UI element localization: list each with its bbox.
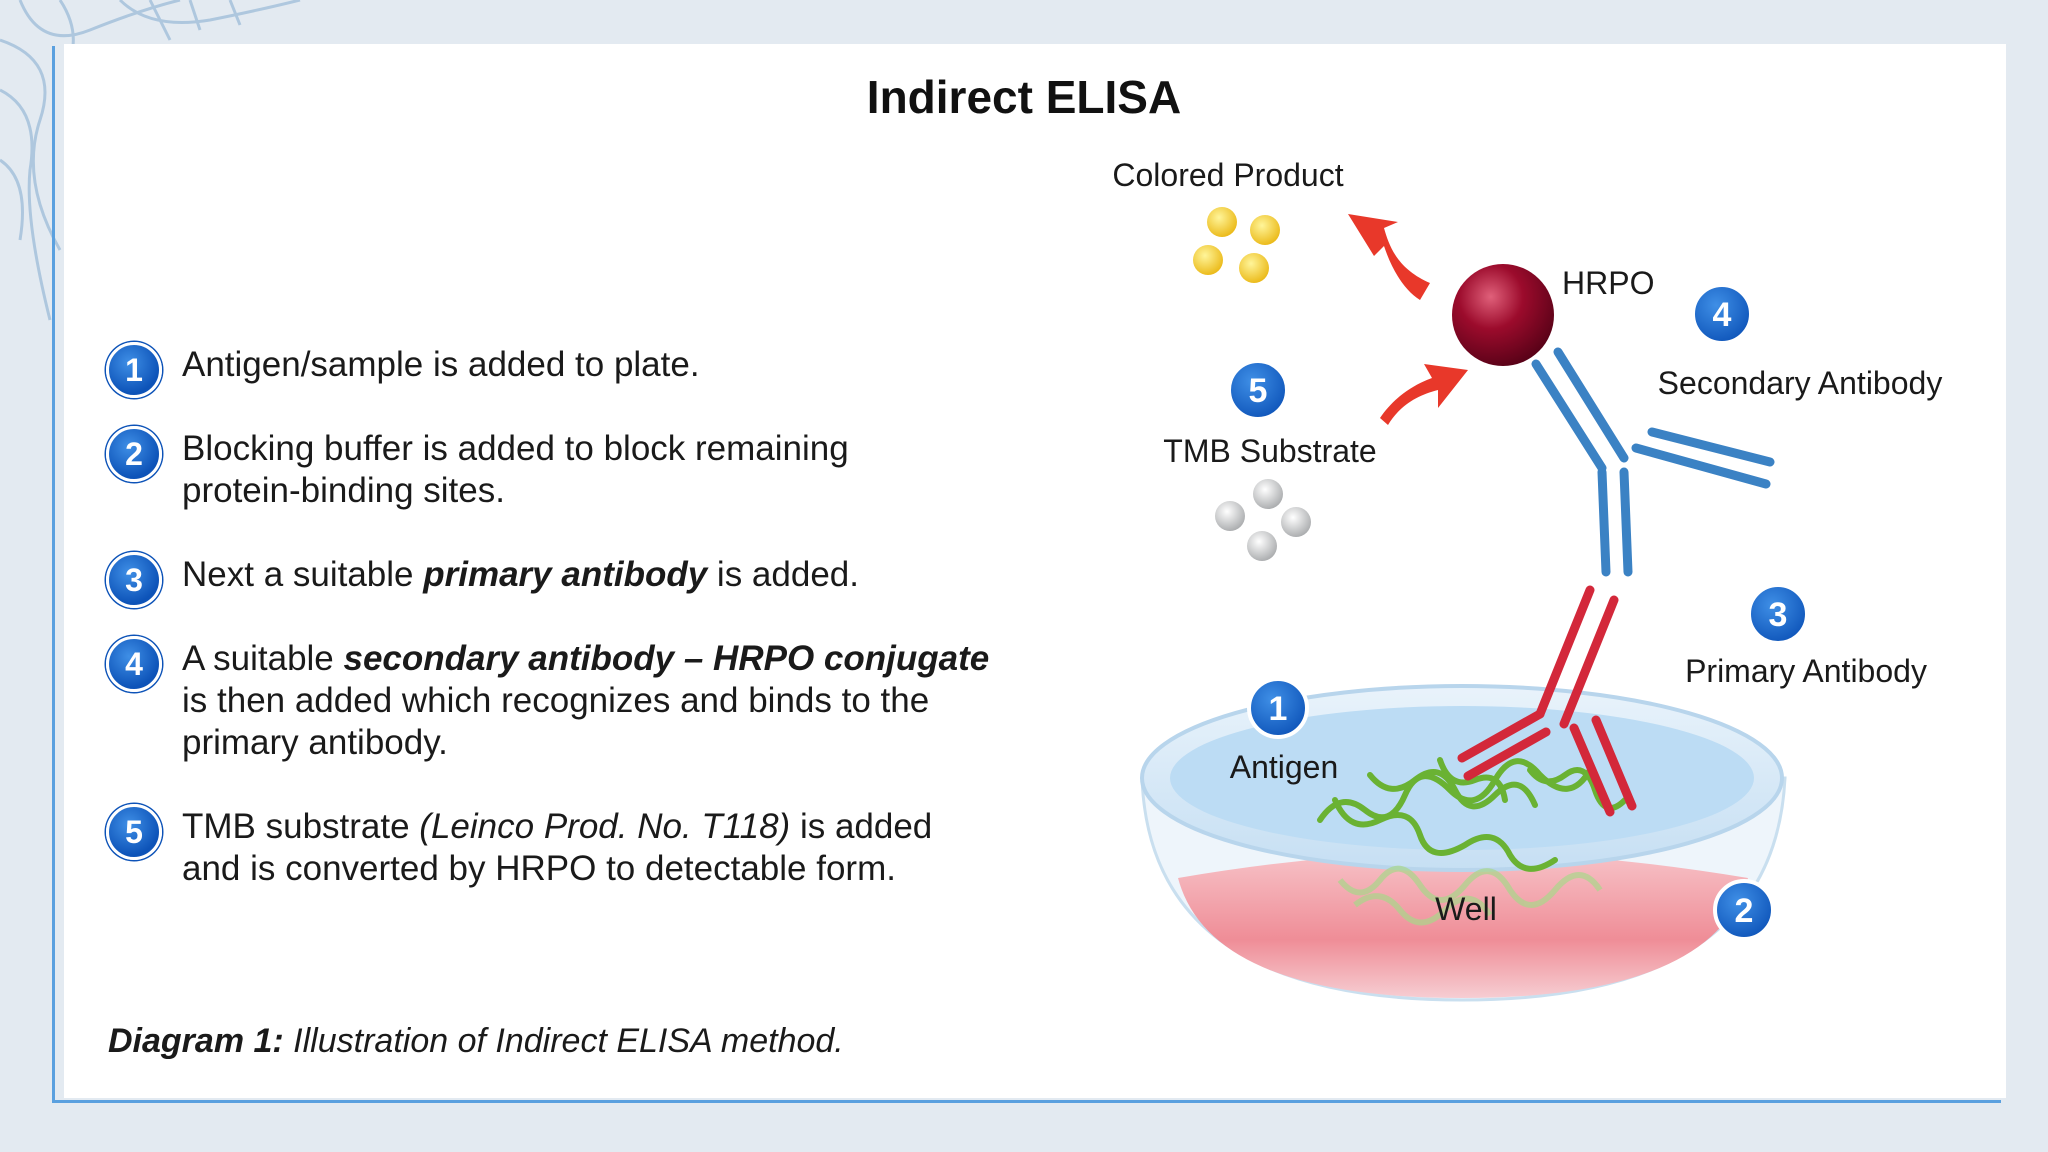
step-number-badge: 3: [106, 552, 162, 608]
hrpo-label: HRPO: [1562, 265, 1654, 301]
badge-4: 4: [1691, 283, 1753, 345]
step-text-plain: A suitable: [182, 639, 344, 678]
reaction-arrows: [1348, 214, 1468, 425]
primary-antibody: [1457, 585, 1637, 817]
step-text: Blocking buffer is added to block remain…: [182, 428, 1182, 512]
step-number-badge: 1: [106, 342, 162, 398]
step-number-badge: 5: [106, 804, 162, 860]
badge-2: 2: [1713, 879, 1775, 941]
primary-antibody-label: Primary Antibody: [1685, 653, 1927, 689]
step-text-line: Blocking buffer is added to block remain…: [182, 429, 849, 468]
page-title: Indirect ELISA: [866, 71, 1182, 123]
colored-product-label: Colored Product: [1112, 157, 1343, 193]
badge-number: 2: [1735, 892, 1754, 930]
step-text-plain: is added.: [707, 555, 859, 594]
step-text: A suitable secondary antibody – HRPO con…: [182, 638, 1182, 764]
elisa-diagram: Colored Product HRPO Secondary Antibody …: [1112, 157, 1943, 1002]
secondary-antibody: [1531, 347, 1775, 577]
step-text-line: is then added which recognizes and binds…: [182, 681, 930, 720]
colored-product-dots: [1193, 207, 1280, 283]
step-text-plain: TMB substrate: [182, 807, 420, 846]
secondary-antibody-label: Secondary Antibody: [1658, 365, 1943, 401]
badge-5: 5: [1227, 359, 1289, 421]
badge-number: 5: [1249, 372, 1268, 410]
badge-number: 3: [1769, 596, 1788, 634]
step-text-plain: Next a suitable: [182, 555, 424, 594]
badge-number: 1: [1269, 690, 1288, 728]
step-text-line: primary antibody.: [182, 723, 448, 762]
step-text: Next a suitable primary antibody is adde…: [182, 554, 1182, 596]
step-number-badge: 4: [106, 636, 162, 692]
tmb-substrate-label: TMB Substrate: [1163, 433, 1376, 469]
antigen-molecules: [1317, 757, 1628, 872]
step-text-emphasis: secondary antibody – HRPO conjugate: [343, 639, 990, 678]
badge-number: 4: [1713, 296, 1732, 334]
step-number-badge: 2: [106, 426, 162, 482]
step-text-line: Antigen/sample is added to plate.: [182, 345, 700, 384]
antigen-label: Antigen: [1230, 749, 1339, 785]
step-text-emphasis: primary antibody: [423, 555, 708, 594]
antigen-shadow: [1337, 865, 1603, 926]
step-text-line: and is converted by HRPO to detectable f…: [182, 849, 896, 888]
decorative-corner-graphic: [0, 0, 301, 321]
step-text-italic: (Leinco Prod. No. T118): [419, 807, 791, 846]
step-text: Antigen/sample is added to plate.: [182, 344, 1182, 386]
step-text-plain: is added: [790, 807, 933, 846]
tmb-substrate-dots: [1215, 479, 1311, 561]
badge-3: 3: [1747, 583, 1809, 645]
slide-frame-border: [52, 46, 2001, 1103]
step-text-line: protein-binding sites.: [182, 471, 505, 510]
hrpo-enzyme: [1452, 264, 1554, 366]
caption-text: Illustration of Indirect ELISA method.: [283, 1022, 844, 1060]
caption-label: Diagram 1:: [108, 1022, 284, 1060]
diagram-caption: Diagram 1: Illustration of Indirect ELIS…: [108, 1022, 844, 1061]
badge-1: 1: [1247, 677, 1309, 739]
step-text: TMB substrate (Leinco Prod. No. T118) is…: [182, 806, 1182, 890]
well-label: Well: [1435, 891, 1497, 927]
